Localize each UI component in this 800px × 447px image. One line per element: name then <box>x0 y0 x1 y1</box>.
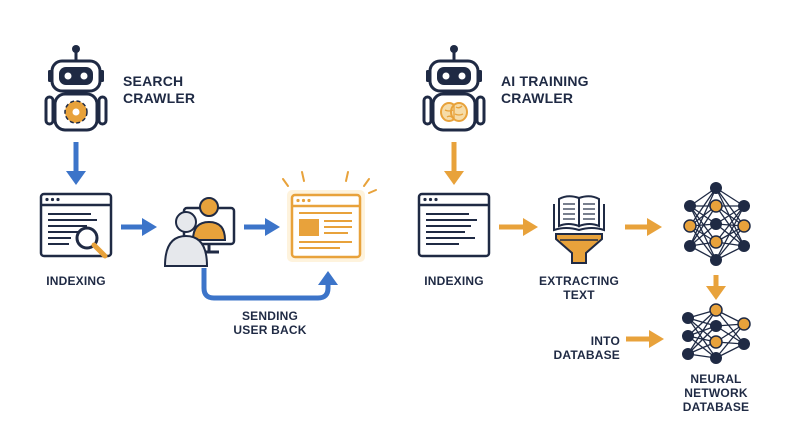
sending-user-back-label: SENDING USER BACK <box>225 309 315 337</box>
ai-crawler-label: AI TRAINING CRAWLER <box>501 73 589 107</box>
user-at-computer-icon <box>163 197 236 267</box>
arrow-robot-to-index-right <box>444 142 464 185</box>
neural-network-database-line1: NEURAL <box>690 372 742 386</box>
sending-user-back-line1: SENDING <box>241 309 299 323</box>
ai-crawler-line2: CRAWLER <box>501 90 574 106</box>
neural-network-database-line2: NETWORK <box>684 386 748 400</box>
browser-text-icon <box>417 192 491 258</box>
arrow-index-to-extract <box>499 218 538 236</box>
extracting-text-label: EXTRACTING TEXT <box>534 274 624 302</box>
neural-network-icon <box>683 182 751 266</box>
neural-network-database-label: NEURAL NETWORK DATABASE <box>671 372 761 414</box>
extracting-text-line2: TEXT <box>563 288 595 302</box>
into-database-label: INTO DATABASE <box>546 334 620 362</box>
into-database-line1: INTO <box>590 334 620 348</box>
ai-crawler-line1: AI TRAINING <box>501 73 589 89</box>
indexing-left-label: INDEXING <box>46 274 106 288</box>
arrow-robot-to-index-left <box>66 142 86 185</box>
arrow-sending-user-back <box>201 268 338 301</box>
neural-network-database-line3: DATABASE <box>682 400 750 414</box>
search-crawler-label: SEARCH CRAWLER <box>123 73 195 107</box>
search-crawler-line1: SEARCH <box>123 73 184 89</box>
robot-gear-icon <box>44 43 108 132</box>
robot-brain-icon <box>422 43 486 132</box>
arrow-extract-to-network <box>625 218 662 236</box>
arrow-index-to-user <box>121 218 157 236</box>
arrow-network-down <box>706 275 726 300</box>
search-crawler-line2: CRAWLER <box>123 90 196 106</box>
into-database-line2: DATABASE <box>553 348 620 362</box>
sending-user-back-line2: USER BACK <box>233 323 307 337</box>
highlighted-webpage-icon <box>282 171 377 262</box>
extracting-text-line1: EXTRACTING <box>539 274 619 288</box>
arrow-user-to-page <box>244 218 280 236</box>
book-funnel-icon <box>553 195 605 264</box>
browser-magnifier-icon <box>39 192 113 259</box>
arrow-into-database <box>626 330 664 348</box>
neural-network-database-icon <box>682 303 751 364</box>
indexing-right-label: INDEXING <box>424 274 484 288</box>
